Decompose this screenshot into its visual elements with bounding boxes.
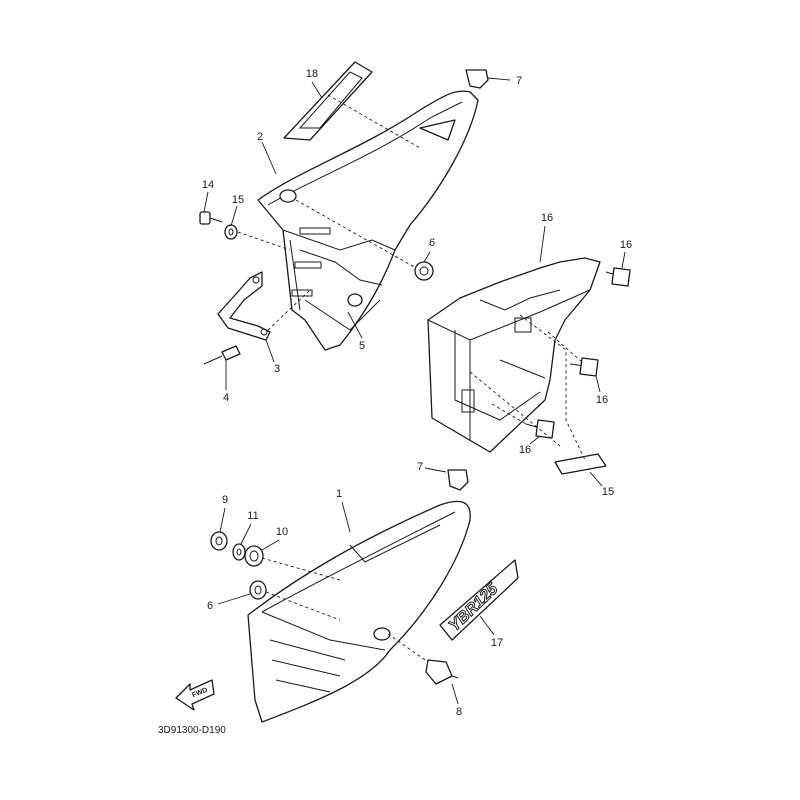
callout-2: 2: [257, 131, 263, 143]
part-8-knob: [425, 659, 459, 685]
callout-3: 3: [274, 363, 280, 375]
part-6-grommet-lower: [249, 580, 267, 600]
part-18-decal: [283, 61, 373, 141]
part-2-upper-side-cover: [257, 90, 479, 351]
part-15-pad: [554, 453, 607, 475]
callout-7-lower: 7: [417, 461, 423, 473]
callout-14: 16: [541, 212, 553, 224]
part-10-grommet: [244, 545, 264, 567]
callout-16-a: 16: [620, 239, 632, 251]
emblem-text: YBR125: [446, 580, 502, 635]
part-13-washer: [224, 224, 238, 240]
callout-18: 18: [306, 68, 318, 80]
part-16-bolt-b: [569, 357, 599, 377]
part-17-emblem: YBR125: [439, 559, 519, 641]
callout-6-upper: 6: [429, 237, 435, 249]
callout-16-b: 16: [596, 394, 608, 406]
drawing-code: 3D91300-D190: [158, 725, 226, 736]
assembly-lines: [237, 94, 586, 663]
callout-8: 8: [456, 706, 462, 718]
callout-labels: 18 7 2 14 15 6 5 3 4 16 16 16 16 15 7 1 …: [202, 68, 632, 718]
part-3-bracket: [217, 271, 271, 341]
callout-4: 4: [223, 392, 229, 404]
callout-10: 10: [276, 526, 288, 538]
callout-16-c: 16: [519, 444, 531, 456]
callout-13: 15: [232, 194, 244, 206]
part-11-washer: [232, 543, 246, 561]
leader-lines: [203, 77, 626, 705]
part-14-box: [427, 257, 601, 453]
part-7-clip-lower: [447, 469, 469, 491]
fwd-arrow-icon: FWD: [175, 679, 215, 711]
part-7-clip-upper: [465, 69, 489, 89]
callout-1: 1: [336, 488, 342, 500]
part-16-bolt-a: [605, 267, 631, 287]
part-12-bolt: [199, 211, 223, 225]
callout-9: 9: [222, 494, 228, 506]
callout-11: 11: [247, 510, 258, 522]
callout-5: 5: [359, 340, 365, 352]
callout-7-upper: 7: [516, 75, 522, 87]
callout-12: 14: [202, 179, 214, 191]
part-9-nut: [210, 531, 228, 551]
callout-6-lower: 6: [207, 600, 213, 612]
callout-15: 15: [602, 486, 614, 498]
part-1-lower-side-cover: [247, 500, 471, 723]
callout-17: 17: [491, 637, 503, 649]
part-4-pin: [203, 345, 241, 365]
part-6-grommet-upper: [414, 261, 434, 281]
part-16-bolt-c: [525, 419, 555, 439]
